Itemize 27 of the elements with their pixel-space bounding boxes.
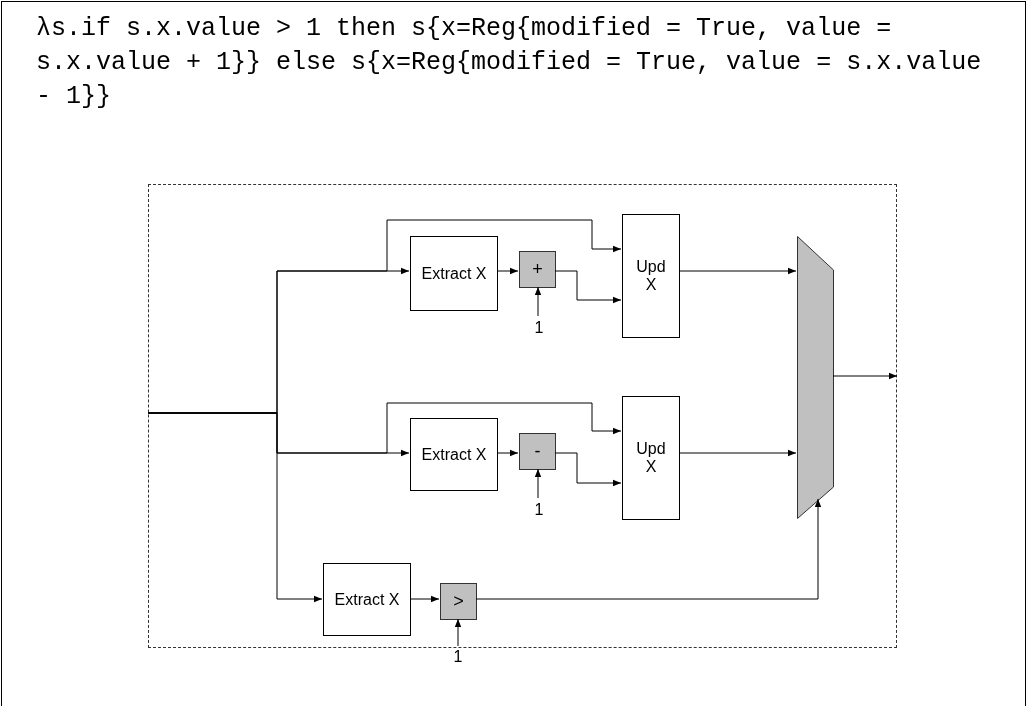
block-box: Extract X — [410, 418, 498, 491]
multiplexer-shape — [797, 236, 834, 519]
arrow — [475, 498, 822, 600]
arrow — [554, 270, 622, 304]
arrow — [496, 449, 519, 457]
constant-label: 1 — [529, 499, 549, 521]
block-box: Upd X — [622, 396, 680, 520]
block-box: Extract X — [410, 236, 498, 311]
arrow — [534, 468, 542, 499]
arrow — [409, 595, 440, 603]
arrow — [554, 452, 622, 487]
arrow — [454, 618, 462, 647]
block-box: Extract X — [323, 563, 411, 636]
operator-box: > — [440, 583, 477, 620]
arrow — [496, 267, 519, 275]
operator-box: - — [519, 433, 556, 470]
arrow — [678, 267, 797, 275]
arrow — [678, 449, 797, 457]
constant-label: 1 — [448, 646, 468, 668]
arrow — [147, 412, 323, 603]
operator-box: + — [519, 251, 556, 288]
constant-label: 1 — [529, 317, 549, 339]
code-expression: λs.if s.x.value > 1 then s{x=Reg{modified = True, value = s.x.value + 1}} else s{x=Reg{modified = True, value = s.x.value - 1}} — [36, 13, 983, 113]
arrow — [832, 372, 898, 380]
block-box: Upd X — [622, 214, 680, 338]
arrow — [534, 286, 542, 317]
dashed-boundary — [148, 184, 897, 648]
